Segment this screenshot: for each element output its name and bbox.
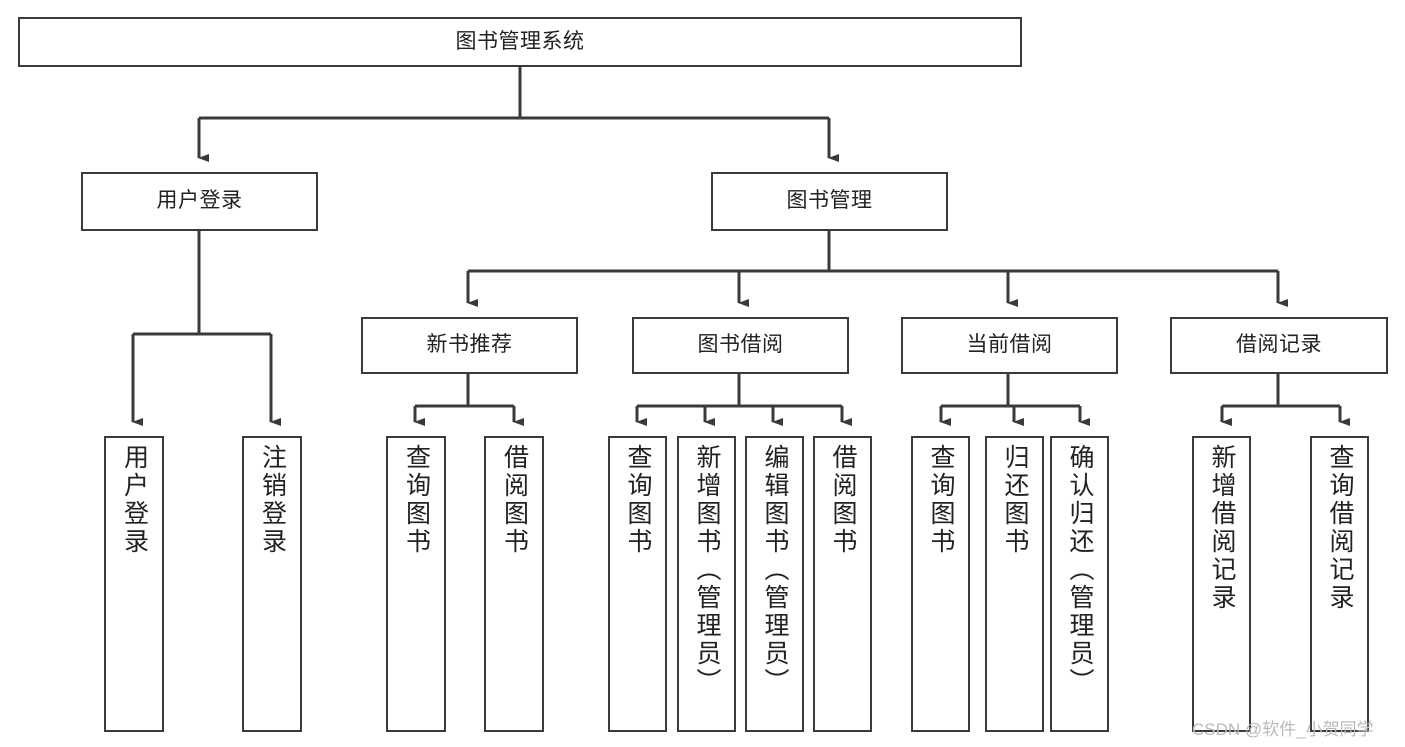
node-leaf-logout-label: 注销登录: [258, 444, 287, 556]
node-leaf-add-record-label: 新增借阅记录: [1208, 444, 1236, 612]
node-current-borrow-label: 当前借阅: [966, 333, 1053, 357]
node-leaf-query-record-label: 查询借阅记录: [1326, 444, 1354, 612]
node-leaf-return-book-label: 归还图书: [1001, 444, 1029, 556]
node-leaf-query-book-borrow[interactable]: 查询图书: [608, 436, 667, 732]
node-leaf-user-login-label: 用户登录: [120, 444, 149, 556]
node-leaf-edit-book-label: 编辑图书（管理员）: [761, 444, 789, 696]
node-borrow-record[interactable]: 借阅记录: [1170, 317, 1388, 374]
node-leaf-edit-book[interactable]: 编辑图书（管理员）: [745, 436, 804, 732]
node-user-login[interactable]: 用户登录: [81, 172, 318, 231]
node-leaf-query-book-rec-label: 查询图书: [402, 444, 431, 556]
node-current-borrow[interactable]: 当前借阅: [901, 317, 1118, 374]
node-leaf-borrow-book-rec[interactable]: 借阅图书: [484, 436, 544, 732]
node-leaf-confirm-return-label: 确认归还（管理员）: [1066, 444, 1094, 696]
node-leaf-add-book[interactable]: 新增图书（管理员）: [677, 436, 736, 732]
node-borrow-record-label: 借阅记录: [1236, 333, 1322, 357]
node-leaf-borrow-book[interactable]: 借阅图书: [813, 436, 872, 732]
node-leaf-query-record[interactable]: 查询借阅记录: [1310, 436, 1369, 732]
node-leaf-query-book-borrow-label: 查询图书: [624, 444, 652, 556]
node-new-book-rec-label: 新书推荐: [426, 333, 513, 357]
node-new-book-rec[interactable]: 新书推荐: [361, 317, 578, 374]
node-book-borrow-label: 图书借阅: [697, 333, 784, 357]
node-leaf-confirm-return[interactable]: 确认归还（管理员）: [1050, 436, 1109, 732]
node-leaf-query-book-current[interactable]: 查询图书: [911, 436, 970, 732]
node-book-manage[interactable]: 图书管理: [711, 172, 948, 231]
node-leaf-add-book-label: 新增图书（管理员）: [693, 444, 721, 696]
node-leaf-borrow-book-rec-label: 借阅图书: [500, 444, 529, 556]
node-book-manage-label: 图书管理: [786, 189, 873, 213]
node-leaf-borrow-book-label: 借阅图书: [829, 444, 857, 556]
node-leaf-return-book[interactable]: 归还图书: [985, 436, 1044, 732]
node-leaf-query-book-rec[interactable]: 查询图书: [386, 436, 446, 732]
node-leaf-query-book-current-label: 查询图书: [927, 444, 955, 556]
csdn-watermark: CSDN @软件_小贺同学: [1192, 720, 1374, 739]
node-root[interactable]: 图书管理系统: [18, 17, 1022, 67]
node-leaf-user-login[interactable]: 用户登录: [104, 436, 164, 732]
node-user-login-label: 用户登录: [156, 189, 243, 213]
node-book-borrow[interactable]: 图书借阅: [632, 317, 849, 374]
node-leaf-logout[interactable]: 注销登录: [242, 436, 302, 732]
node-leaf-add-record[interactable]: 新增借阅记录: [1192, 436, 1251, 732]
node-root-label: 图书管理系统: [455, 29, 585, 53]
